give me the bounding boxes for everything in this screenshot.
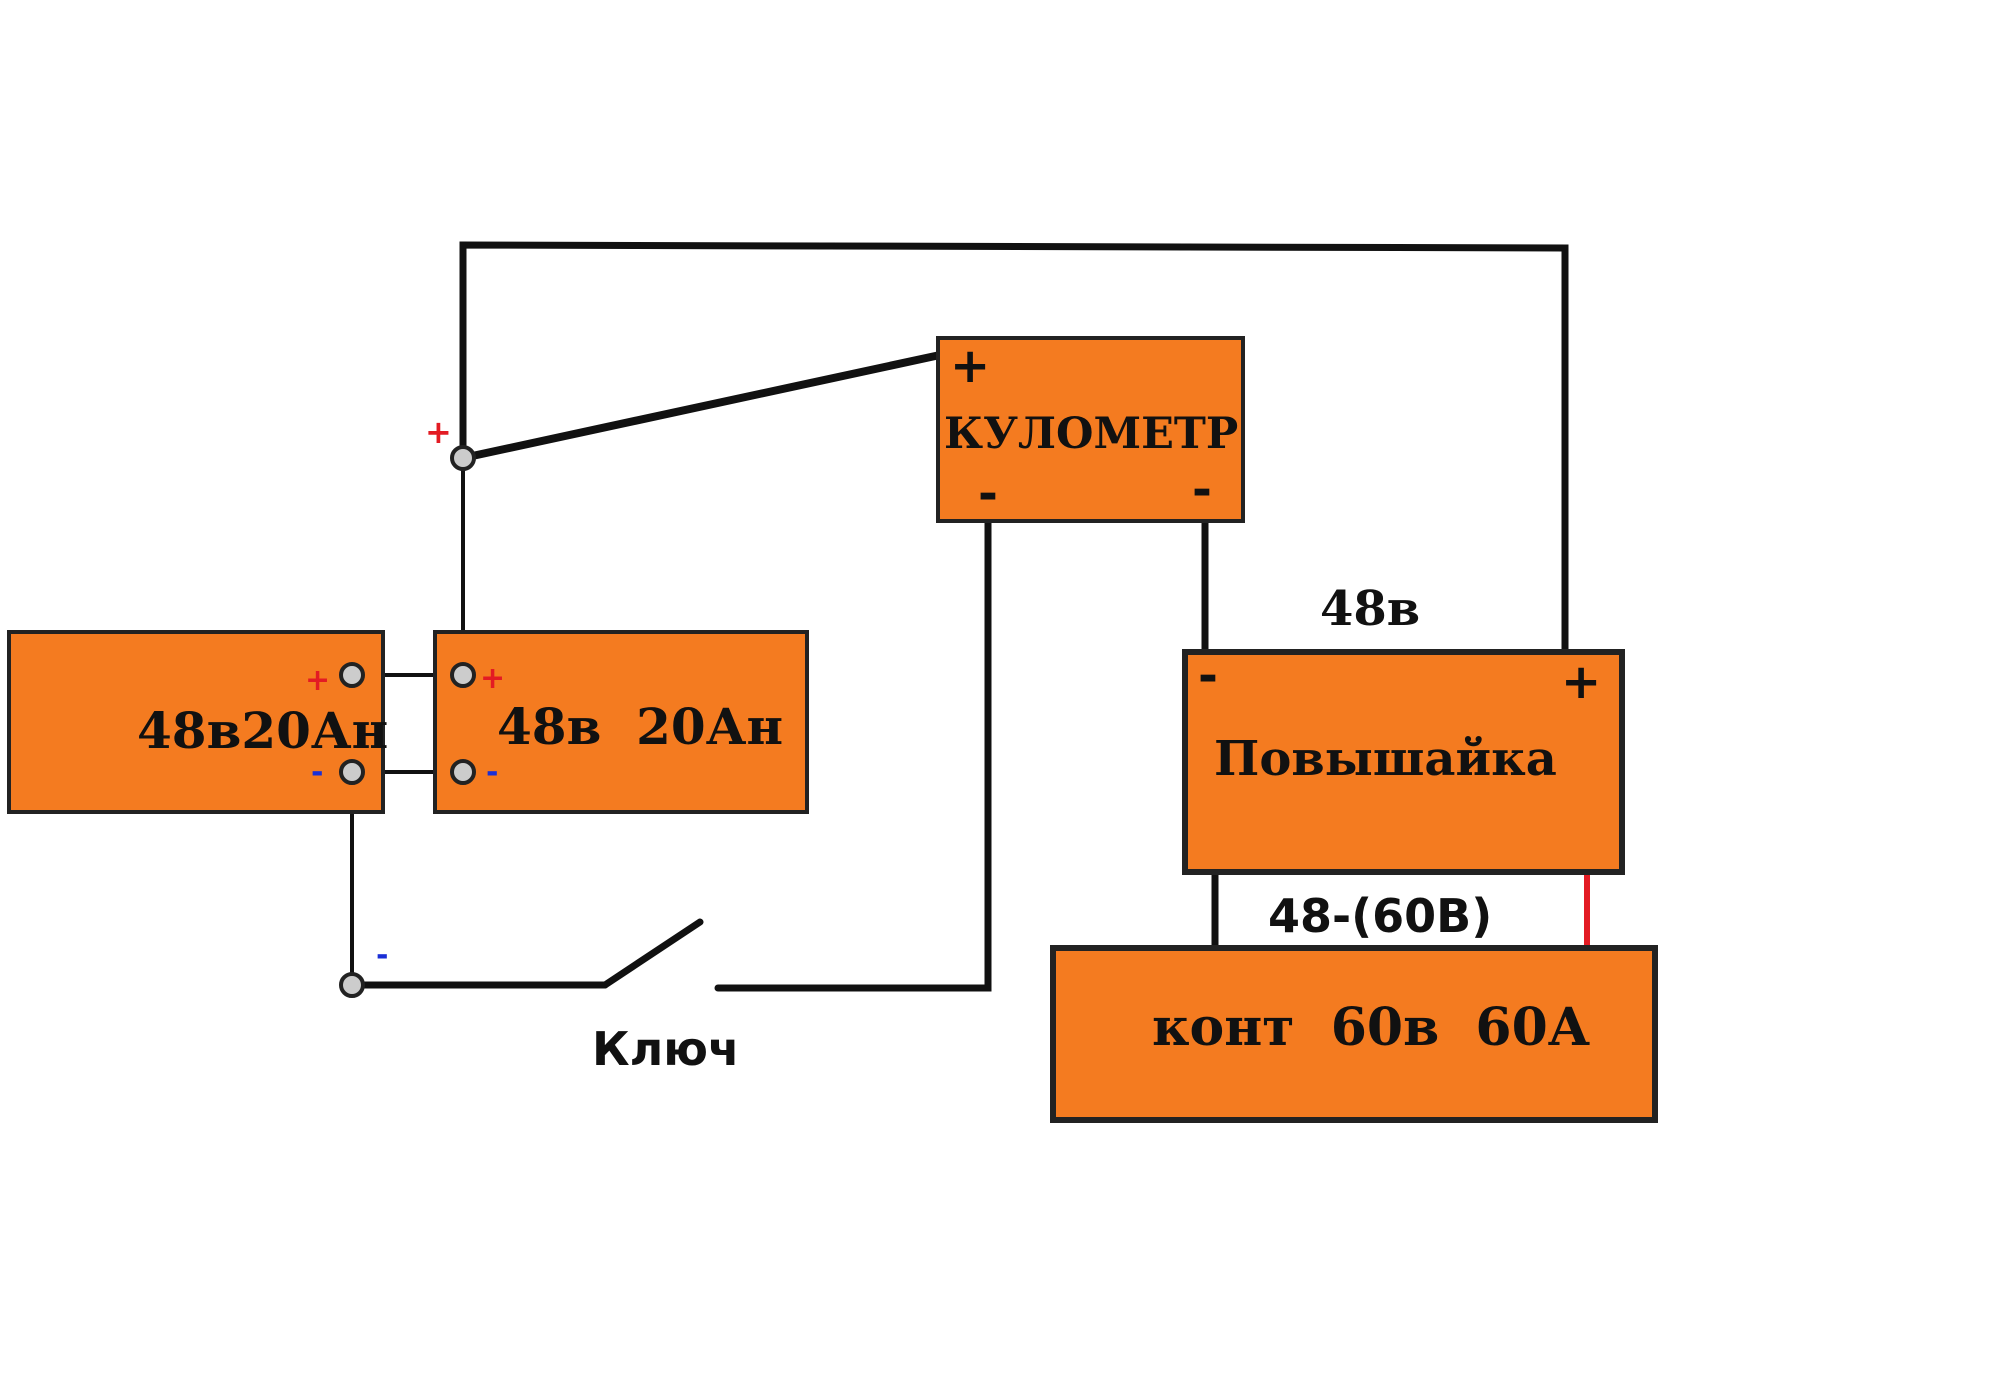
wire-switch-to-coulometer: [714, 516, 992, 992]
battery-left-minus-node: [339, 759, 365, 785]
coulometer-plus: +: [950, 338, 990, 394]
coulometer-box: [936, 336, 1245, 523]
battery-left-minus-sign: -: [311, 755, 323, 790]
coulometer-minus-right: -: [1192, 462, 1212, 518]
battery-left-plus-node: [339, 662, 365, 688]
battery-right-minus-sign: -: [486, 755, 498, 790]
booster-input-voltage: 48в: [1320, 581, 1420, 637]
controller-input-voltage: 48-(60В): [1268, 889, 1492, 943]
controller-box: [1050, 945, 1658, 1123]
plus-junction-sign: +: [425, 413, 452, 451]
battery-left-plus-sign: +: [305, 663, 330, 698]
battery-right-box: [433, 630, 809, 814]
booster-plus: +: [1561, 654, 1601, 710]
battery-right-minus-node: [450, 759, 476, 785]
battery-right-plus-node: [450, 662, 476, 688]
booster-label: Повышайка: [1214, 731, 1557, 787]
booster-minus: -: [1198, 648, 1218, 704]
battery-left-label: 48в20Ан: [137, 701, 388, 760]
controller-label: конт 60в 60А: [1152, 997, 1590, 1058]
minus-junction-node: [339, 972, 365, 998]
battery-left-box: [7, 630, 385, 814]
battery-right-label: 48в 20Ан: [497, 697, 783, 756]
switch-label: Ключ: [592, 1022, 740, 1076]
battery-right-plus-sign: +: [480, 661, 505, 696]
booster-box: [1182, 649, 1625, 875]
switch-lever: [601, 918, 704, 989]
wire-top-loop: [459, 241, 1569, 654]
plus-junction-node: [450, 445, 476, 471]
wire-plus-to-coulometer: [459, 351, 944, 462]
coulometer-label: КУЛОМЕТР: [944, 409, 1238, 459]
minus-junction-sign: -: [376, 938, 388, 973]
coulometer-minus-left: -: [978, 466, 998, 522]
